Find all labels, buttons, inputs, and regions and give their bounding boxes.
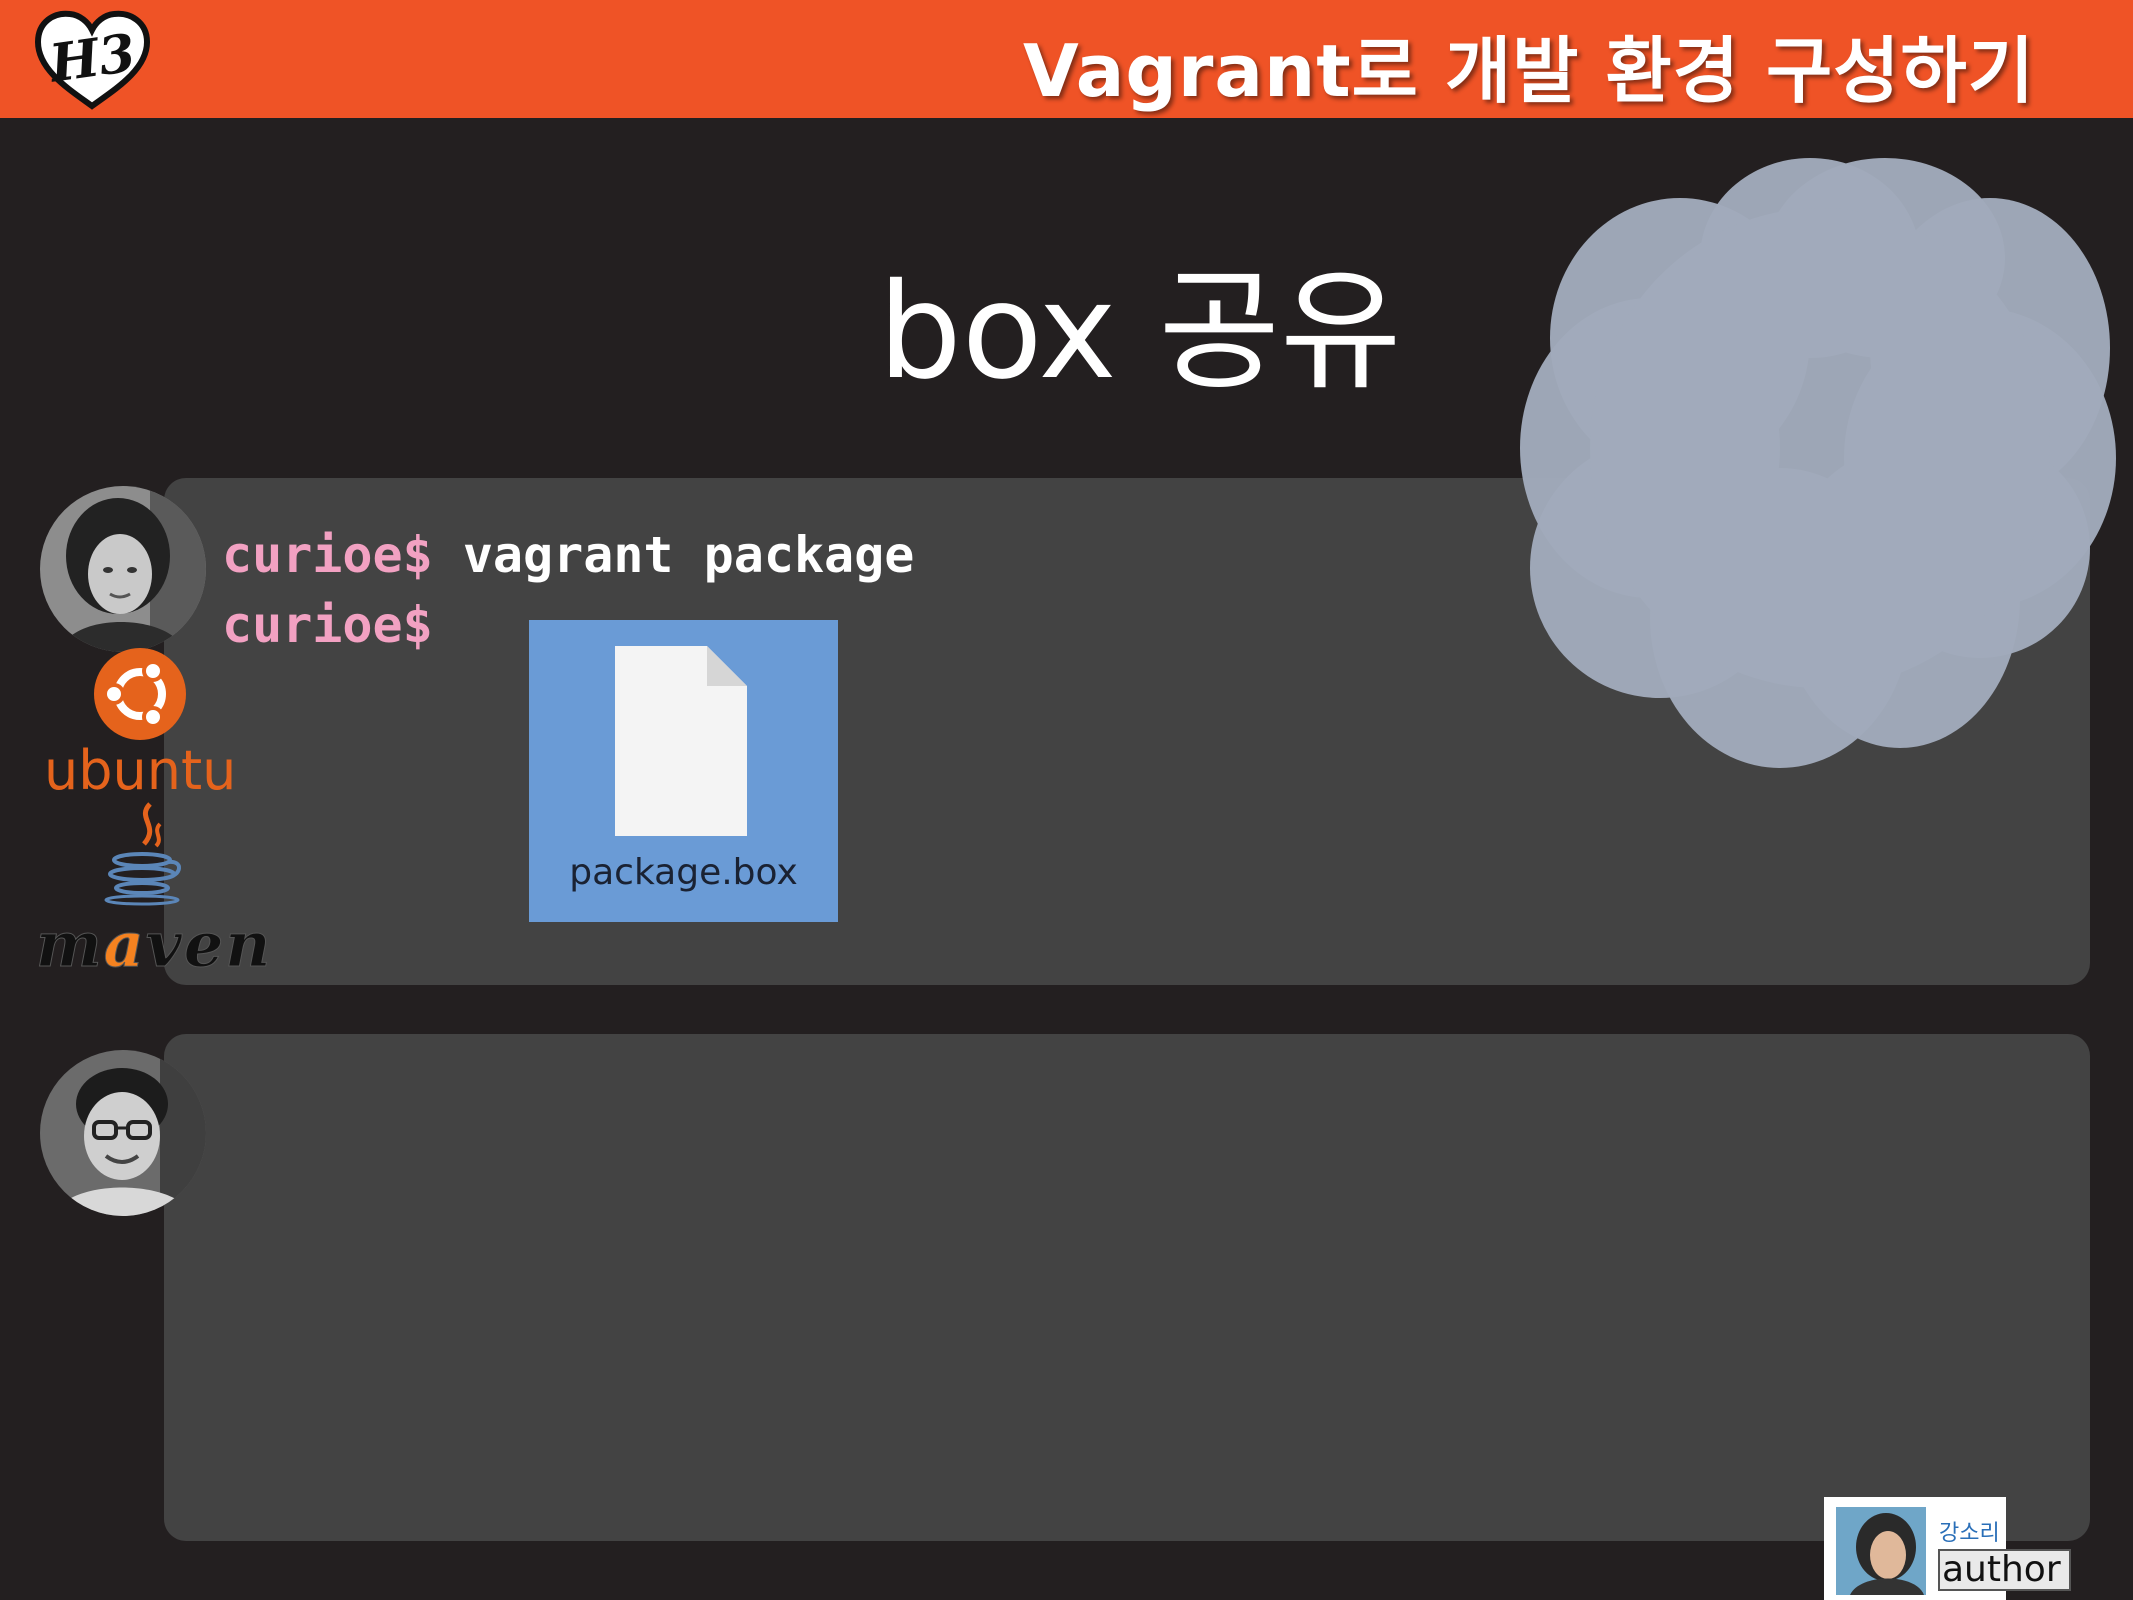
author-role: author [1938, 1549, 2071, 1591]
maven-label-part: m [36, 908, 104, 981]
package-box-file[interactable]: package.box [529, 620, 838, 922]
java-cup-icon [104, 802, 181, 906]
presenter-photo-male [40, 1050, 206, 1216]
ubuntu-label: ubuntu [44, 739, 237, 802]
presenter-photo-female [40, 486, 206, 652]
svg-text:H3: H3 [44, 22, 139, 95]
slide-title: box 공유 [878, 255, 1402, 409]
ubuntu-logo-icon [94, 648, 186, 740]
cloud-shape [1520, 158, 2116, 768]
terminal-command: vagrant package [432, 526, 915, 584]
empty-panel [164, 1034, 2090, 1541]
h3-logo: H3 [34, 10, 151, 110]
maven-label-accent: a [103, 908, 146, 981]
author-avatar [1836, 1507, 1926, 1595]
author-name: 강소리 [1939, 1521, 2000, 1546]
header-bar: H3 Vagrant로 개발 환경 구성하기 [0, 0, 2133, 118]
maven-label-part: ven [145, 908, 273, 981]
terminal-prompt: curioe$ [222, 596, 433, 654]
author-badge: 강소리 author [1824, 1497, 2071, 1600]
document-icon [615, 646, 747, 836]
terminal-line: curioe$ [222, 600, 433, 650]
file-name: package.box [569, 852, 798, 893]
deck-title: Vagrant로 개발 환경 구성하기 [1022, 29, 2035, 113]
maven-label: maven [36, 913, 272, 976]
terminal-line: curioe$ vagrant package [222, 530, 914, 580]
terminal-prompt: curioe$ [222, 526, 433, 584]
